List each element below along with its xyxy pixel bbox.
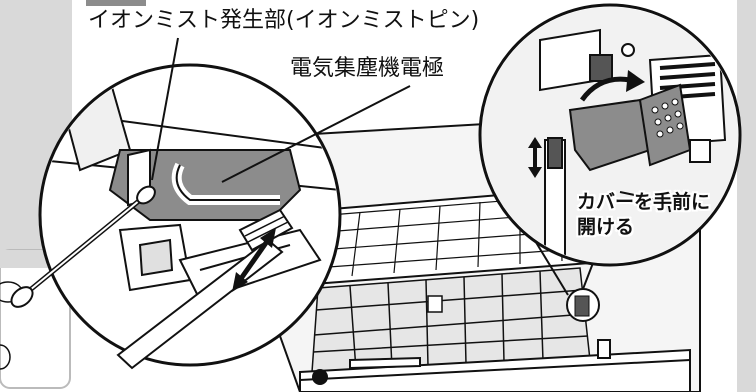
cover-instruction-line1: カバーを手前に	[577, 191, 711, 213]
right-magnified-view	[478, 3, 742, 267]
right-gray-panel	[737, 0, 756, 392]
cotton-swab	[10, 185, 156, 308]
cover-instruction-line2: 開ける	[577, 216, 635, 238]
filter-grid	[311, 267, 591, 373]
double-arrow-vertical-icon	[528, 137, 542, 178]
cleaning-brush	[116, 208, 294, 370]
leader-lines	[151, 37, 671, 213]
ion-mist-label: イオンミスト発生部(イオンミストピン)	[88, 8, 480, 33]
electrode-label: 電気集塵機電極	[290, 56, 445, 81]
rotate-arrow-icon	[579, 70, 645, 102]
double-arrow-diagonal-icon	[232, 228, 276, 292]
left-magnified-view	[10, 63, 342, 370]
top-tab	[86, 0, 146, 6]
cover-instruction-label: カバーを手前に 開ける	[577, 190, 710, 240]
